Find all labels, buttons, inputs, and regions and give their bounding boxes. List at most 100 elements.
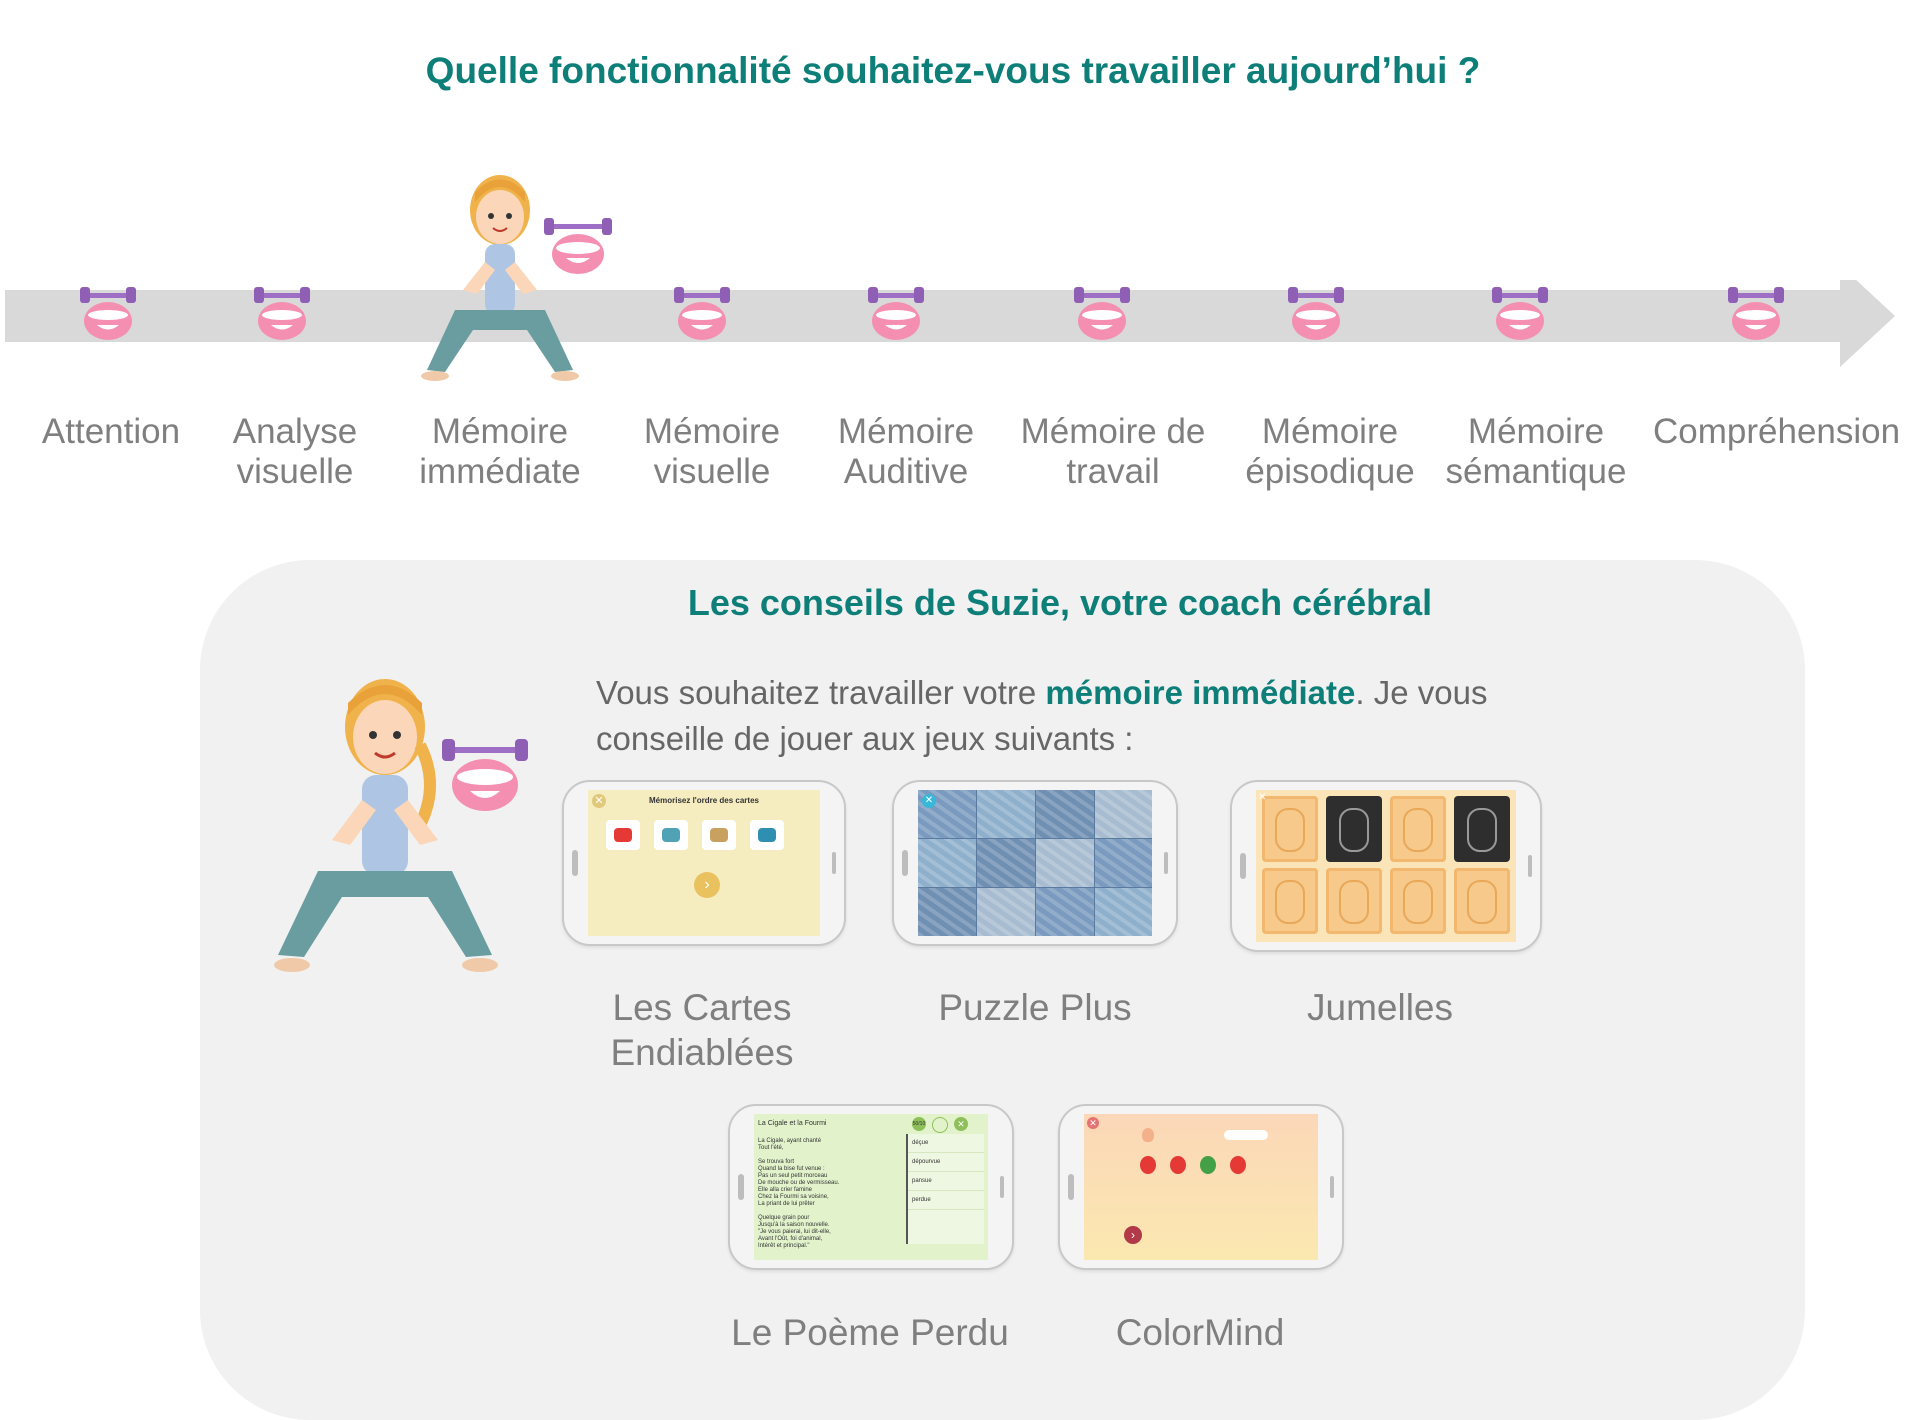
word-option[interactable]: dépourvue	[908, 1153, 984, 1172]
memory-card	[606, 820, 640, 850]
brain-dumbbell-icon[interactable]	[1726, 287, 1786, 345]
memory-card[interactable]	[1454, 868, 1510, 934]
game-screenshot[interactable]: ✕	[918, 790, 1152, 936]
poem-line: Se trouva fort	[758, 1159, 795, 1165]
memory-card	[750, 820, 784, 850]
word-option[interactable]: déçue	[908, 1134, 984, 1153]
balloon-icon[interactable]	[1230, 1156, 1246, 1174]
screen-title: Mémorisez l'ordre des cartes	[649, 796, 759, 805]
step-label[interactable]: Attention	[41, 412, 181, 451]
game-label[interactable]: Puzzle Plus	[938, 987, 1132, 1028]
next-arrow-button[interactable]: ›	[1124, 1226, 1142, 1244]
brain-dumbbell-icon[interactable]	[672, 287, 732, 345]
panel-title: Les conseils de Suzie, votre coach céréb…	[687, 582, 1433, 623]
game-label[interactable]: ColorMind	[1115, 1312, 1285, 1353]
balloon-icon[interactable]	[1140, 1156, 1156, 1174]
memory-card[interactable]	[1390, 796, 1446, 862]
poem-line: "Je vous paierai, lui dit-elle,	[758, 1229, 831, 1235]
step-label[interactable]: Mémoire immédiate	[419, 412, 581, 491]
close-icon[interactable]: ✕	[592, 794, 606, 808]
advice-text-end: . Je vous conseille de jouer aux jeux su…	[596, 674, 1488, 757]
puzzle-piece[interactable]	[977, 839, 1035, 887]
game-card-le-poeme-perdu[interactable]: La Cigale et la Fourmi 50/10 ✕ La Cigale, a…	[728, 1104, 1014, 1270]
puzzle-piece[interactable]	[977, 790, 1035, 838]
puzzle-piece[interactable]	[918, 888, 976, 936]
puzzle-piece[interactable]	[1095, 790, 1152, 838]
step-label[interactable]: Mémoire Auditive	[837, 412, 975, 491]
puzzle-piece[interactable]	[1036, 839, 1094, 887]
balloon-icon[interactable]	[1200, 1156, 1216, 1174]
memory-card[interactable]	[1326, 796, 1382, 862]
game-card-les-cartes-endiablees[interactable]: ✕ Mémorisez l'ordre des cartes ›	[562, 780, 846, 946]
memory-card[interactable]	[1454, 796, 1510, 862]
step-label[interactable]: Mémoire sémantique	[1445, 412, 1627, 491]
advice-highlight: mémoire immédiate	[1045, 674, 1356, 711]
game-card-puzzle-plus[interactable]: ✕	[892, 780, 1178, 946]
poem-line: La priant de lui prêter	[758, 1201, 815, 1207]
coach-suzie-large-figure	[274, 679, 528, 972]
hot-air-balloon-icon	[1142, 1128, 1154, 1142]
phone-button	[1330, 1176, 1334, 1198]
game-label[interactable]: Le Poème Perdu	[731, 1312, 1009, 1353]
game-screenshot[interactable]: ✕›	[1084, 1114, 1318, 1260]
poem-title: La Cigale et la Fourmi	[758, 1120, 827, 1127]
puzzle-piece[interactable]	[1095, 888, 1152, 936]
brain-dumbbell-icon[interactable]	[1072, 287, 1132, 345]
poem-line	[758, 1208, 898, 1215]
cloud-icon	[1224, 1130, 1268, 1140]
poem-line: Avant l'Oût, foi d'animal,	[758, 1236, 823, 1242]
game-screenshot[interactable]: ✕	[1256, 790, 1516, 942]
puzzle-piece[interactable]	[918, 839, 976, 887]
close-icon[interactable]: ✕	[954, 1117, 968, 1131]
memory-card[interactable]	[1390, 868, 1446, 934]
close-icon[interactable]: ✕	[1258, 792, 1267, 803]
page-title: Quelle fonctionnalité souhaitez-vous tra…	[425, 50, 1481, 91]
memory-card[interactable]	[1262, 868, 1318, 934]
poem-line: Intérêt et principal."	[758, 1243, 810, 1249]
phone-button	[902, 850, 908, 876]
advice-text: Vous souhaitez travailler votre mémoire …	[596, 670, 1576, 762]
puzzle-piece[interactable]	[1036, 790, 1094, 838]
puzzle-piece[interactable]	[1036, 888, 1094, 936]
advice-text-start: Vous souhaitez travailler votre	[596, 674, 1046, 711]
close-icon[interactable]: ✕	[922, 794, 936, 808]
word-option[interactable]: perdue	[908, 1191, 984, 1210]
phone-button	[1164, 852, 1168, 874]
step-label[interactable]: Mémoire de travail	[1020, 412, 1206, 491]
game-screenshot[interactable]: ✕ Mémorisez l'ordre des cartes ›	[588, 790, 820, 936]
game-screenshot[interactable]: La Cigale et la Fourmi 50/10 ✕ La Cigale, a…	[754, 1114, 988, 1260]
brain-dumbbell-icon[interactable]	[1490, 287, 1550, 345]
step-label[interactable]: Analyse visuelle	[232, 412, 358, 491]
memory-card[interactable]	[1262, 796, 1318, 862]
memory-card	[702, 820, 736, 850]
brain-dumbbell-icon[interactable]	[1286, 287, 1346, 345]
step-label[interactable]: Mémoire visuelle	[643, 412, 781, 491]
brain-dumbbell-icon[interactable]	[866, 287, 926, 345]
balloon-icon[interactable]	[1170, 1156, 1186, 1174]
puzzle-piece[interactable]	[977, 888, 1035, 936]
phone-button	[1000, 1176, 1004, 1198]
poem-line: Quelque grain pour	[758, 1215, 810, 1221]
step-label[interactable]: Mémoire épisodique	[1245, 412, 1415, 491]
next-arrow-button[interactable]: ›	[694, 872, 720, 898]
puzzle-piece[interactable]	[1095, 839, 1152, 887]
close-icon[interactable]: ✕	[1087, 1117, 1099, 1129]
game-label[interactable]: Les Cartes Endiablées	[610, 987, 794, 1073]
memory-card	[654, 820, 688, 850]
word-option[interactable]: pansue	[908, 1172, 984, 1191]
game-card-colormind[interactable]: ✕›	[1058, 1104, 1344, 1270]
step-label[interactable]: Compréhension	[1653, 412, 1901, 451]
poem-line: Elle alla crier famine	[758, 1187, 813, 1193]
memory-card[interactable]	[1326, 868, 1382, 934]
score-badge: 50/10	[912, 1117, 926, 1131]
game-label[interactable]: Jumelles	[1307, 987, 1453, 1028]
poem-line: Pas un seul petit morceau	[758, 1173, 828, 1179]
game-card-jumelles[interactable]: ✕	[1230, 780, 1542, 952]
poem-line: De mouche ou de vermisseau.	[758, 1180, 840, 1186]
phone-button	[832, 852, 836, 874]
brain-dumbbell-icon[interactable]	[78, 287, 138, 345]
eye-icon[interactable]	[932, 1117, 948, 1133]
coach-advice-panel	[200, 560, 1805, 1420]
brain-dumbbell-icon[interactable]	[252, 287, 312, 345]
